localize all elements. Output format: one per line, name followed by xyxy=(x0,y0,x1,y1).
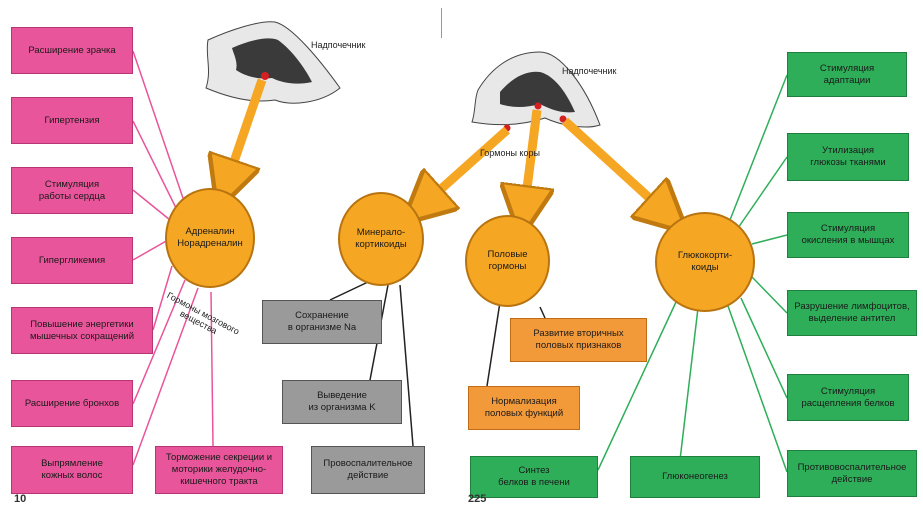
arrow-cortex-to-gluco xyxy=(561,117,668,215)
effect-bronchial-dilation: Расширение бронхов xyxy=(11,380,133,427)
effect-secondary-sex-traits: Развитие вторичных половых признаков xyxy=(510,318,647,362)
arrow-medulla-to-adrenalin xyxy=(226,78,267,185)
glucocorticoids-node: Глюкокорти- коиды xyxy=(655,212,755,312)
effect-lymphocyte-destruction: Разрушение лимфоцитов, выделение антител xyxy=(787,290,917,336)
right-gland-label: Надпочечник xyxy=(562,66,617,76)
right-page-number: 225 xyxy=(468,493,487,505)
effect-heart-stimulation: Стимуляция работы сердца xyxy=(11,167,133,214)
adrenal-gland-right-image xyxy=(471,51,601,132)
effect-sodium-retention: Сохранение в организме Na xyxy=(262,300,382,344)
effect-potassium-excretion: Выведение из организма K xyxy=(282,380,402,424)
effect-muscle-energy: Повышение энергетики мышечных сокращений xyxy=(11,307,153,354)
effect-pupil-dilation: Расширение зрачка xyxy=(11,27,133,74)
effect-hair-erection: Выпрямление кожных волос xyxy=(11,446,133,494)
effect-gi-inhibition: Торможение секреции и моторики желудочно… xyxy=(155,446,283,494)
effect-gluconeogenesis: Глюконеогенез xyxy=(630,456,760,498)
cortex-hormones-label: Гормоны коры xyxy=(480,148,540,158)
adrenalin-noradrenalin-node: Адреналин Норадреналин xyxy=(165,188,255,288)
green-connectors xyxy=(597,74,788,473)
left-page-number: 10 xyxy=(14,493,27,505)
effect-adaptation-stimulation: Стимуляция адаптации xyxy=(787,52,907,97)
sex-hormones-node: Половые гормоны xyxy=(465,215,550,307)
arrow-cortex-to-sex-hormones xyxy=(524,109,537,212)
effect-hyperglycemia: Гипергликемия xyxy=(11,237,133,284)
pink-connectors xyxy=(132,50,214,466)
page-divider xyxy=(441,8,442,38)
left-gland-label: Надпочечник xyxy=(311,40,366,50)
effect-sex-function-normalization: Нормализация половых функций xyxy=(468,386,580,430)
effect-anti-inflammatory: Противовоспалительное действие xyxy=(787,450,917,497)
effect-muscle-oxidation: Стимуляция окисления в мышцах xyxy=(787,212,909,258)
effect-liver-protein-synthesis: Синтез белков в печени xyxy=(470,456,598,498)
effect-glucose-utilization: Утилизация глюкозы тканями xyxy=(787,133,909,181)
effect-proinflammatory: Провоспалительное действие xyxy=(311,446,425,494)
mineralocorticoids-node: Минерало- кортикоиды xyxy=(338,192,424,286)
adrenal-gland-left-image xyxy=(205,21,341,104)
effect-protein-breakdown: Стимуляция расщепления белков xyxy=(787,374,909,421)
effect-hypertension: Гипертензия xyxy=(11,97,133,144)
arrow-cortex-to-mineralo xyxy=(422,126,510,206)
